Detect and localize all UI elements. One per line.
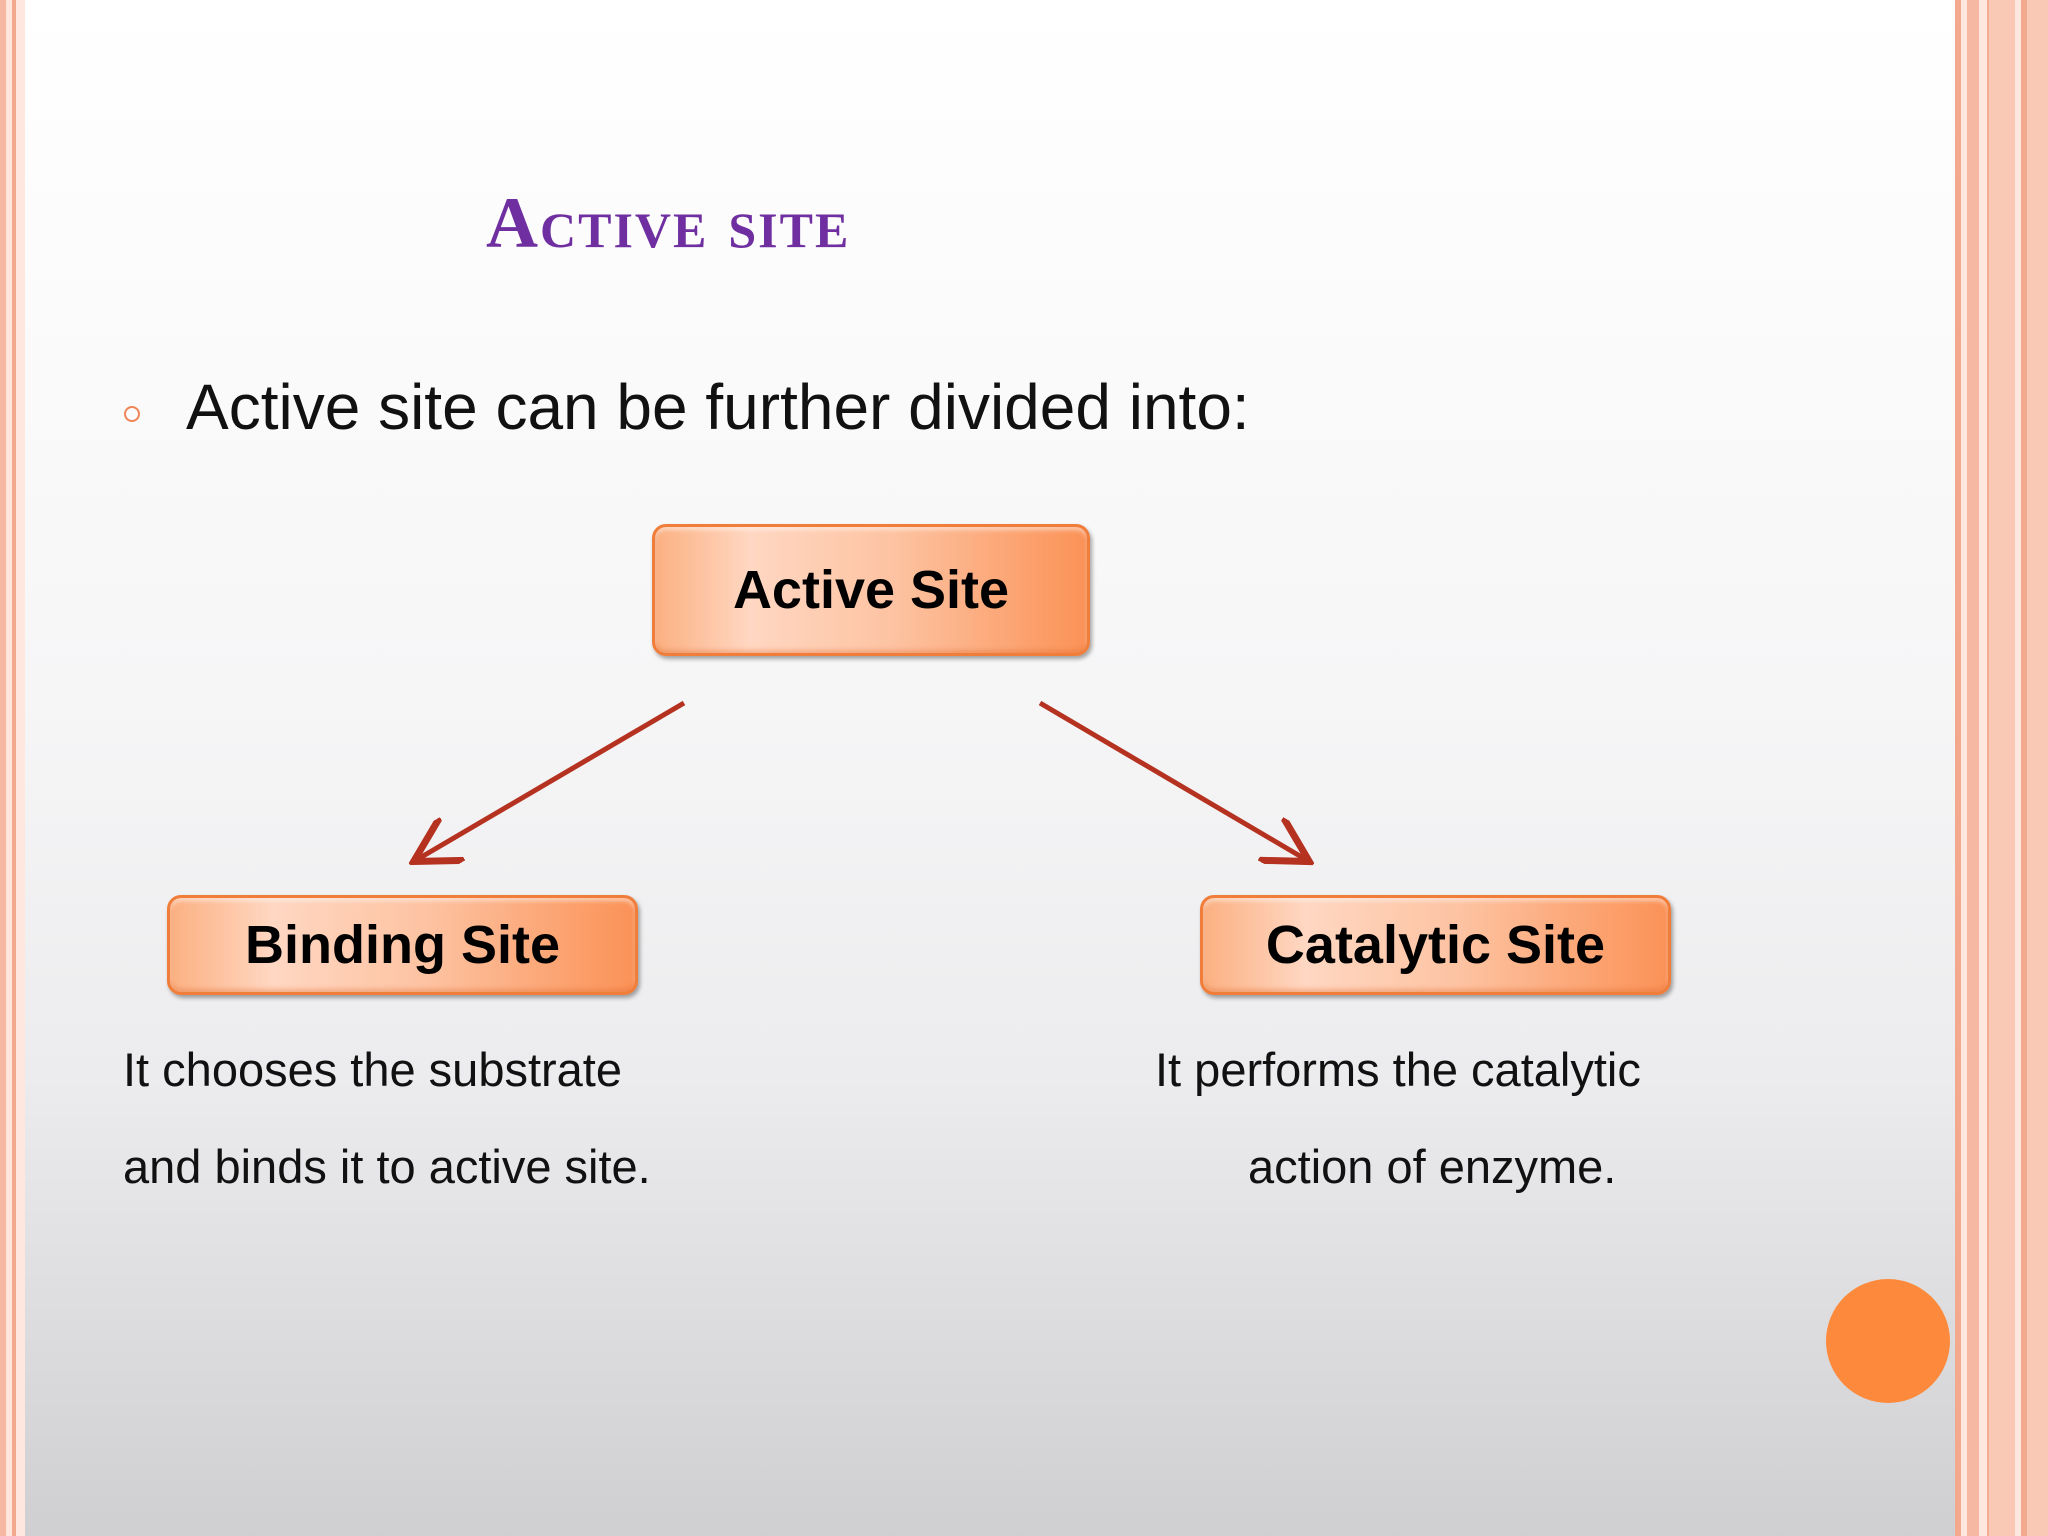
slide-title: Active site (486, 183, 851, 263)
binding-site-description-line-1: It chooses the substrate (123, 1043, 623, 1096)
catalytic-site-description-line-2: action of enzyme. (1248, 1140, 1617, 1193)
catalytic-site-node: Catalytic Site (1200, 895, 1671, 995)
active-site-node: Active Site (652, 524, 1090, 656)
left-border-decoration (0, 0, 25, 1536)
bullet-text: Active site can be further divided into: (186, 371, 1250, 443)
circle-bullet-icon (124, 406, 140, 422)
arrow-to-catalytic-site (1038, 700, 1305, 859)
right-border-decoration (1955, 0, 2048, 1536)
binding-site-node: Binding Site (167, 895, 638, 995)
binding-site-description-line-2: and binds it to active site. (123, 1140, 651, 1193)
arrow-to-binding-site (418, 700, 686, 859)
catalytic-site-description-line-1: It performs the catalytic (1155, 1043, 1641, 1096)
orange-circle-decoration (1826, 1279, 1950, 1403)
